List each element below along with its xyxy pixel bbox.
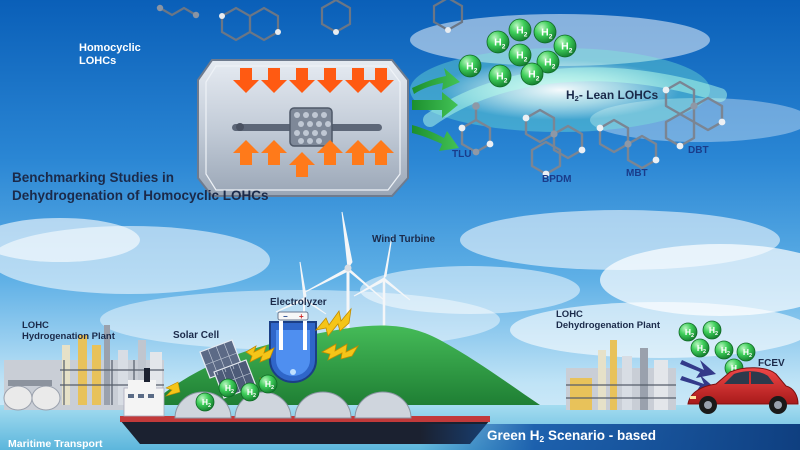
h2-molecule-icon: H2 bbox=[553, 34, 577, 58]
wind-turbine-label: Wind Turbine bbox=[372, 234, 436, 245]
h2-lean-lohcs-label: H2- Lean LOHCs bbox=[566, 88, 659, 103]
top-molecule-atoms bbox=[156, 4, 451, 35]
svg-text:+: + bbox=[299, 312, 304, 321]
page-title: Benchmarking Studies in Dehydrogenation … bbox=[12, 169, 269, 205]
h2-molecule-icon: H2 bbox=[678, 322, 698, 342]
title-line-2: Dehydrogenation of Homocyclic LOHCs bbox=[12, 188, 269, 203]
lightning-bolts bbox=[245, 307, 360, 363]
title-line-1: Benchmarking Studies in bbox=[12, 170, 175, 185]
h2-symbol-text: H2 bbox=[528, 70, 540, 83]
h2-molecule-icon: H2 bbox=[488, 64, 512, 88]
h2-molecule-icon: H2 bbox=[536, 50, 560, 74]
h2-molecule-icon: H2 bbox=[486, 30, 510, 54]
h2-symbol-text: H2 bbox=[516, 51, 528, 64]
ship bbox=[120, 368, 490, 444]
fcev-car bbox=[687, 367, 799, 414]
h2-symbol-text: H2 bbox=[743, 347, 752, 359]
output-arrows bbox=[412, 68, 460, 151]
h2-molecule-icon: H2 bbox=[690, 338, 710, 358]
reactor bbox=[197, 59, 409, 197]
molecule-label-tlu: TLU bbox=[452, 149, 472, 160]
h2-molecule-icon: H2 bbox=[258, 374, 278, 394]
h2-molecule-icon: H2 bbox=[508, 18, 532, 42]
h2-symbol-text: H2 bbox=[541, 28, 553, 41]
h2-molecule-icon: H2 bbox=[533, 20, 557, 44]
h2-molecule-icon: H2 bbox=[520, 62, 544, 86]
electrolyzer-label: Electrolyzer bbox=[270, 297, 327, 308]
h2-symbol-text: H2 bbox=[265, 379, 274, 391]
molecule-label-dbt: DBT bbox=[688, 145, 709, 156]
homocyclic-lohcs-label: Homocyclic LOHCs bbox=[79, 42, 141, 67]
h2-molecule-icon: H2 bbox=[736, 342, 756, 362]
maritime-transport-label: Maritime Transport bbox=[8, 438, 103, 450]
h2-symbol-text: H2 bbox=[225, 383, 234, 395]
h2-symbol-text: H2 bbox=[561, 42, 573, 55]
h2-symbol-text: H2 bbox=[685, 327, 694, 339]
h2-molecule-icon: H2 bbox=[240, 382, 260, 402]
h2-molecule-icon: H2 bbox=[218, 378, 238, 398]
catalyst-bed bbox=[289, 107, 333, 147]
h2-symbol-text: H2 bbox=[496, 72, 508, 85]
h2-molecule-icon: H2 bbox=[702, 320, 722, 340]
heat-arrows-bottom bbox=[233, 140, 394, 177]
molecule-label-bpdm: BPDM bbox=[542, 174, 572, 185]
molecule-label-mbt: MBT bbox=[626, 168, 648, 179]
h2-molecule-icon: H2 bbox=[458, 54, 482, 78]
lean-molecule-atoms bbox=[458, 86, 726, 178]
fcev-label: FCEV bbox=[758, 358, 785, 369]
green-h2-scenario-label: Green H2 Scenario - based bbox=[487, 428, 656, 445]
dehydrogenation-plant-label: LOHC Dehydrogenation Plant bbox=[556, 309, 660, 331]
hydrogenation-plant-label: LOHC Hydrogenation Plant bbox=[22, 320, 115, 342]
h2-molecule-icon: H2 bbox=[714, 340, 734, 360]
h2-symbol-text: H2 bbox=[202, 397, 211, 409]
h2-symbol-text: H2 bbox=[466, 62, 478, 75]
h2-symbol-text: H2 bbox=[697, 343, 706, 355]
electrolyzer: − + bbox=[269, 311, 317, 383]
scenario-banner-bg bbox=[420, 424, 800, 450]
heat-arrows-top bbox=[233, 68, 394, 93]
h2-symbol-text: H2 bbox=[247, 387, 256, 399]
h2-symbol-text: H2 bbox=[721, 345, 730, 357]
solar-cell-label: Solar Cell bbox=[173, 330, 220, 341]
h2-symbol-text: H2 bbox=[709, 325, 718, 337]
h2-symbol-text: H2 bbox=[516, 26, 528, 39]
h2-symbol-text: H2 bbox=[494, 38, 506, 51]
h2-symbol-text: H2 bbox=[544, 58, 556, 71]
h2-molecule-icon: H2 bbox=[508, 43, 532, 67]
dehydrogenation-plant bbox=[566, 340, 676, 410]
svg-text:−: − bbox=[283, 312, 288, 321]
h2-molecule-icon: H2 bbox=[195, 392, 215, 412]
